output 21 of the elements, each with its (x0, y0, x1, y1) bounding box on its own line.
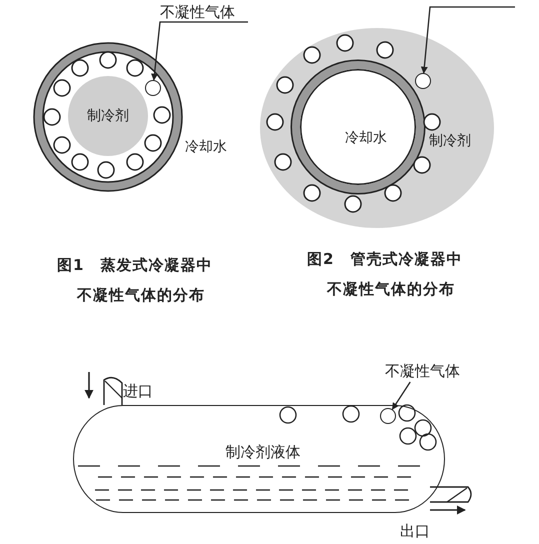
callout-text: 不凝性气体 (160, 3, 248, 21)
region-label: 制冷剂 (87, 108, 129, 124)
figure-caption: 图2 管壳式冷凝器中 (307, 250, 462, 268)
figure-caption: 图1 蒸发式冷凝器中 (57, 256, 212, 274)
leader-line (392, 382, 411, 410)
refrigerant-circle (68, 76, 148, 156)
bubble (380, 408, 396, 424)
port-label: 出口 (400, 522, 430, 540)
figure-caption: 不凝性气体的分布 (77, 286, 205, 304)
leader-line (420, 6, 515, 74)
region-label: 冷却水 (345, 130, 387, 146)
bubble (145, 80, 161, 96)
region-label: 制冷剂 (429, 133, 471, 149)
region-label: 冷却水 (185, 138, 227, 156)
region-label: 制冷剂液体 (226, 444, 300, 460)
callout-text: 不凝性气体 (385, 362, 475, 380)
leader-line (151, 21, 248, 81)
bubble (415, 73, 431, 89)
tank (73, 405, 445, 513)
figure-caption: 不凝性气体的分布 (327, 280, 455, 298)
port-label: 进口 (123, 382, 153, 400)
